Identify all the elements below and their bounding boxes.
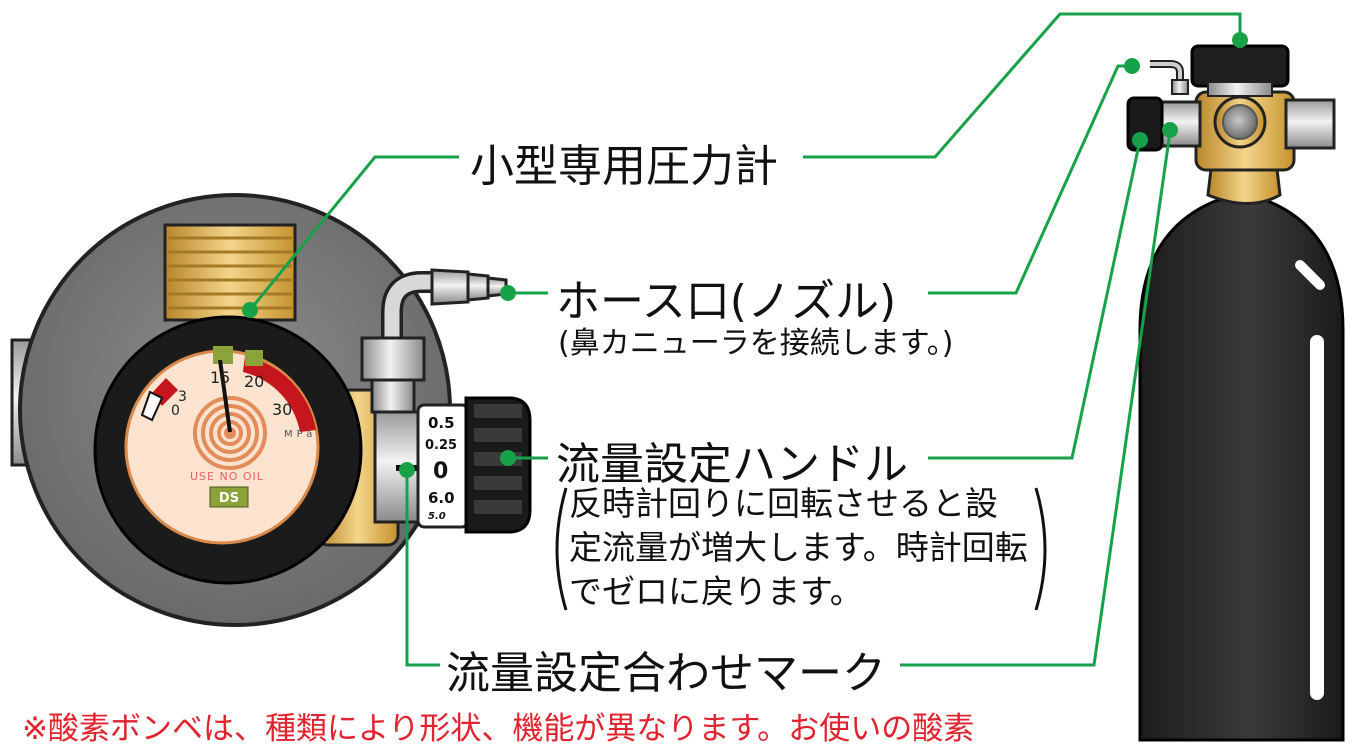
leader-dot — [500, 450, 516, 466]
regulator: 0 3 15 20 30 MPa USE NO OIL DS 0.5 0.25 … — [10, 193, 532, 627]
oxygen-cylinder — [1126, 44, 1345, 742]
leader-dot — [1162, 122, 1178, 138]
gauge-tick-label: 0 — [171, 403, 180, 419]
leader-dot — [500, 285, 516, 301]
gauge-tick-label: 15 — [210, 368, 230, 387]
dial-value: 5.0 — [428, 511, 446, 522]
hose-elbow — [384, 274, 448, 353]
label-flow-mark: 流量設定合わせマーク — [446, 648, 886, 699]
dial-value: 6.0 — [428, 489, 455, 507]
leader-gauge-left — [248, 155, 459, 311]
cylinder-body — [1138, 198, 1345, 742]
gauge-low-box — [140, 390, 164, 422]
gauge-needle — [218, 359, 232, 433]
leader-gauge-right — [803, 12, 1242, 159]
leader-dot — [1132, 132, 1148, 148]
desc-bracket-left — [555, 487, 568, 611]
cylinder-nozzle[interactable] — [1150, 62, 1182, 84]
cylinder-outlet — [1284, 98, 1336, 150]
leader-handle-right — [928, 139, 1142, 460]
hose-nozzle[interactable] — [430, 268, 508, 306]
desc-line: 定流量が増大します。時計回転 — [569, 528, 1028, 567]
leader-mark-right — [900, 131, 1172, 667]
leader-dot — [242, 302, 258, 318]
gauge-logo-box — [209, 486, 249, 508]
leader-dot — [1232, 32, 1248, 48]
thread-lines — [168, 236, 292, 310]
cylinder-stripe — [1310, 335, 1324, 700]
cylinder-highlight — [1295, 260, 1325, 290]
footnote: ※酸素ボンベは、種類により形状、機能が異なります。お使いの酸素 — [22, 711, 975, 747]
dial-value: 0.5 — [428, 414, 455, 432]
gauge-red-zone — [243, 356, 316, 432]
leader-hose-right — [928, 64, 1132, 295]
leader-dot — [399, 462, 415, 478]
hex-nut — [360, 336, 426, 382]
threaded-connector — [163, 223, 297, 322]
leader-dot — [1124, 58, 1140, 74]
gauge-green-mark-2 — [245, 350, 263, 366]
dial-value: 0.25 — [425, 438, 457, 453]
desc-line: でゼロに戻ります。 — [569, 572, 863, 611]
gauge-tick-label: 30 — [272, 400, 292, 419]
flow-handle[interactable] — [464, 396, 532, 534]
label-flow-handle: 流量設定ハンドル — [556, 439, 908, 490]
gauge-tick-label: 3 — [178, 389, 187, 405]
leader-mark-left — [405, 468, 440, 667]
desc-line: 反時計回りに回転させると設 — [569, 484, 998, 523]
label-hose-port: ホース口(ノズル) — [556, 276, 897, 327]
flow-handle-description: 反時計回りに回転させると設 定流量が増大します。時計回転 でゼロに戻ります。 — [569, 482, 1028, 614]
gauge-tick-label: 20 — [244, 372, 264, 391]
cylinder-gauge-cap — [1190, 44, 1290, 88]
nut-collar — [370, 378, 416, 414]
label-gauge: 小型専用圧力計 — [470, 141, 778, 192]
label-hose-port-sub: (鼻カニューラを接続します。) — [558, 326, 954, 361]
gauge-center — [193, 396, 267, 470]
dial-value: 0 — [433, 459, 448, 484]
gauge-unit: MPa — [284, 429, 316, 440]
cylinder-lens — [1222, 104, 1258, 140]
cylinder-gauge-stem — [1207, 81, 1273, 97]
gauge-warning: USE NO OIL — [190, 470, 264, 483]
desc-bracket-right — [1034, 487, 1047, 611]
cylinder-nozzle-nut — [1171, 79, 1189, 95]
gauge-logo: DS — [219, 491, 239, 506]
leader-dots — [242, 32, 1248, 478]
gauge-green-mark-1 — [213, 346, 233, 364]
